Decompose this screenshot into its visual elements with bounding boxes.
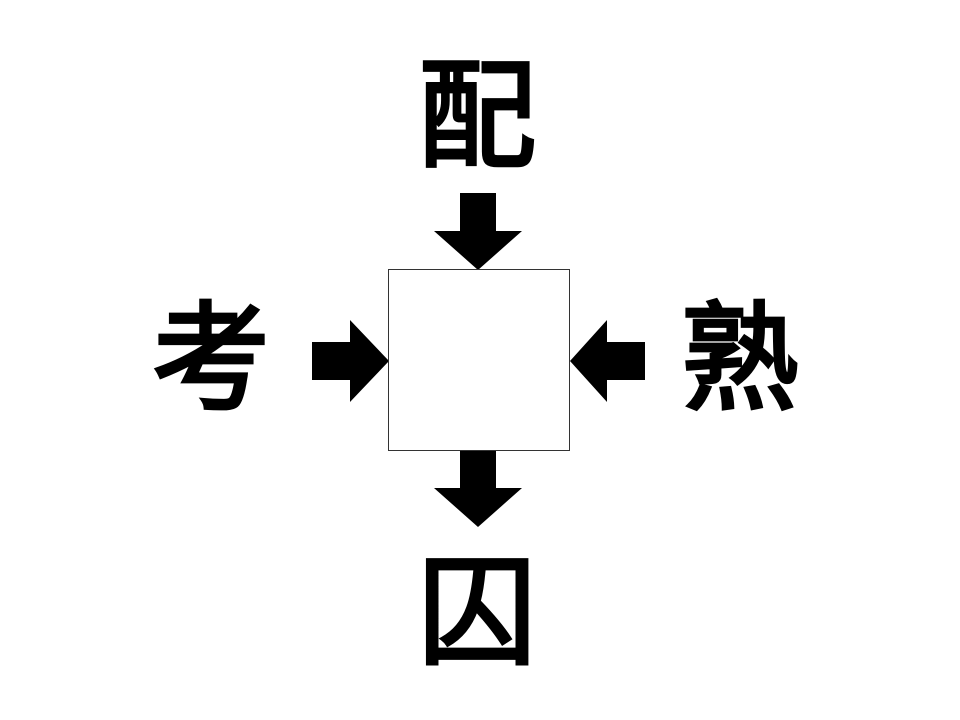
clue-right-kanji: 熟: [680, 290, 799, 428]
clue-top-kanji: 配: [417, 47, 536, 185]
arrow-down-icon: [434, 451, 522, 527]
arrow-down-icon: [434, 193, 522, 270]
answer-box[interactable]: [388, 269, 570, 451]
arrow-left-icon: [570, 320, 645, 402]
arrow-right-icon: [312, 320, 389, 402]
clue-left-kanji: 考: [151, 290, 270, 428]
clue-bottom-kanji: 囚: [417, 544, 536, 682]
